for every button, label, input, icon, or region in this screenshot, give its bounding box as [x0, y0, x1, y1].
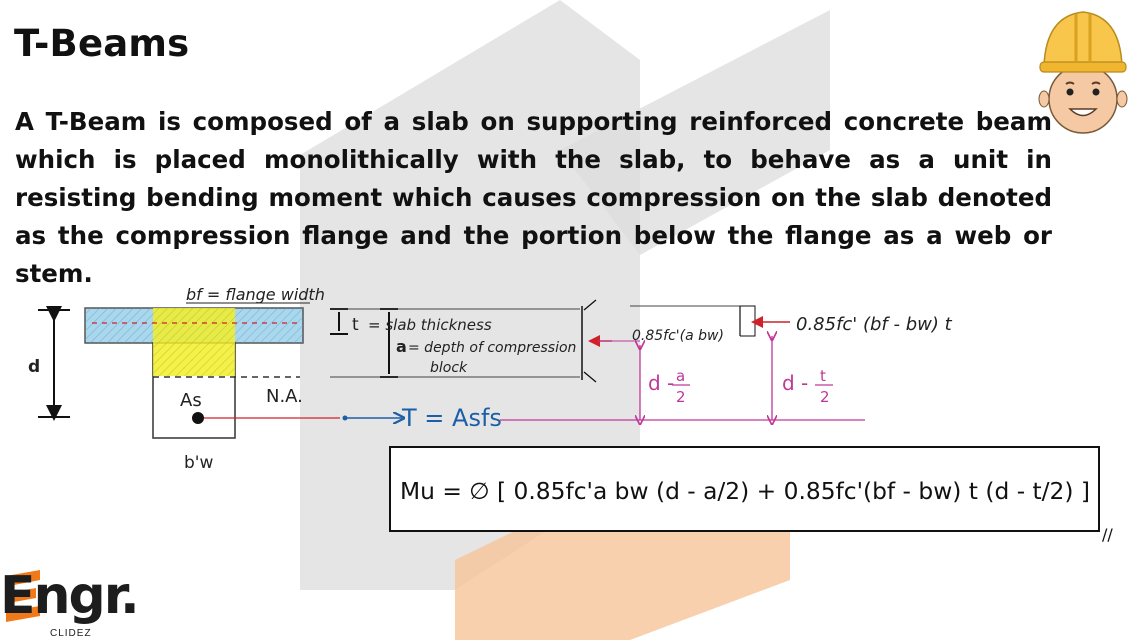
- bf-label: bf = flange width: [186, 285, 325, 304]
- force-flange-label: 0.85fc' (bf - bw) t: [796, 314, 953, 335]
- force-web-label: 0.85fc'(a bw): [632, 328, 724, 344]
- a-label: a: [396, 337, 407, 356]
- bw-label: b'w: [184, 453, 213, 473]
- as-label: As: [180, 390, 202, 411]
- na-label: N.A.: [266, 386, 303, 407]
- engr-logo-mark: [6, 570, 40, 622]
- t-beam-diagram: bf = flange width d As N.A. b'w t = slab…: [28, 285, 1113, 544]
- tension-label: T = Asfs: [401, 404, 502, 432]
- t-label: t: [352, 315, 359, 335]
- engineer-mascot-icon: [1038, 11, 1128, 134]
- formula-tail: //: [1102, 525, 1113, 544]
- t-a-dimensions: [330, 308, 580, 378]
- t-beam-section: [84, 307, 340, 439]
- description-paragraph: A T-Beam is composed of a slab on suppor…: [15, 107, 1052, 288]
- t-equation: = slab thickness: [368, 316, 492, 334]
- logo-subtext: CLIDEZ: [50, 628, 92, 639]
- a-equation: = depth of compression: [408, 340, 576, 356]
- lever-arms: [342, 336, 865, 421]
- arm-web-den: 2: [676, 388, 686, 406]
- formula-text: Mu = ∅ [ 0.85fc'a bw (d - a/2) + 0.85fc'…: [400, 479, 1090, 505]
- a-equation-cont: block: [430, 360, 468, 376]
- arm-web-d: d -: [648, 371, 674, 395]
- arm-flange-den: 2: [820, 388, 830, 406]
- arm-flange-num: t: [820, 367, 826, 385]
- compression-hatch: [153, 308, 235, 376]
- watermark-gray-band: [560, 10, 830, 255]
- d-label: d: [28, 357, 40, 377]
- arm-web-num: a: [676, 367, 685, 385]
- watermark-gray-shape: [300, 0, 640, 590]
- formula-box: [389, 446, 1100, 532]
- page-title: T-Beams: [14, 22, 190, 65]
- arm-flange-d: d -: [782, 371, 808, 395]
- d-dimension: [38, 306, 70, 421]
- steel-bar: [192, 412, 204, 424]
- logo-text: Engr.: [0, 566, 140, 626]
